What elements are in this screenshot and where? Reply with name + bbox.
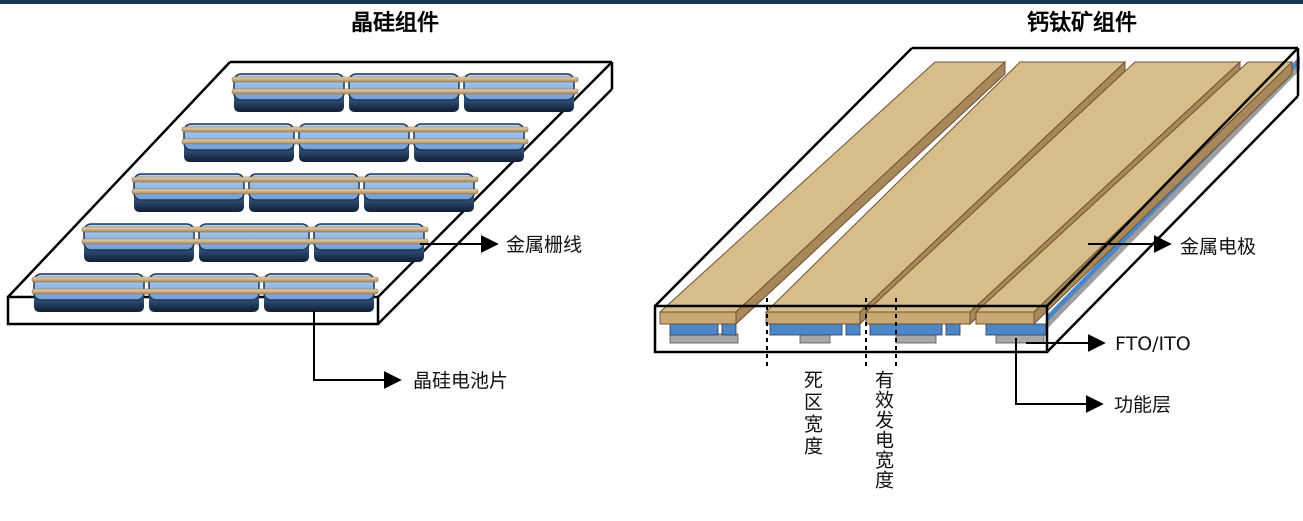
electrode-callout: 金属电极	[1088, 235, 1256, 258]
functional-callout: 功能层	[1015, 338, 1171, 416]
cell-label: 晶硅电池片	[413, 370, 508, 392]
gridline-label: 金属栅线	[506, 234, 582, 256]
gridline-callout: 金属栅线	[420, 234, 582, 256]
effective-width-label: 有效发电宽度	[872, 370, 894, 490]
tco-callout: FTO/ITO	[1026, 333, 1191, 355]
metal-gridline	[181, 138, 529, 145]
metal-gridline	[31, 276, 379, 283]
electrode-label: 金属电极	[1180, 236, 1256, 258]
functional-label: 功能层	[1114, 394, 1171, 416]
perovskite-module	[653, 46, 1300, 368]
header-rule	[0, 0, 1303, 4]
silicon-module	[6, 60, 614, 326]
metal-gridline	[81, 238, 429, 245]
cell-callout: 晶硅电池片	[313, 311, 508, 392]
left-panel-title: 晶硅组件	[351, 10, 439, 36]
metal-gridline	[231, 76, 579, 83]
metal-gridline	[81, 226, 429, 233]
silicon-cells	[31, 73, 579, 312]
metal-electrodes	[658, 60, 1294, 326]
tco-layer	[669, 323, 1047, 336]
dead-zone-label: 死区宽度	[801, 370, 823, 458]
metal-gridline	[231, 88, 579, 95]
metal-gridline	[31, 288, 379, 295]
metal-gridline	[131, 188, 479, 195]
tco-label: FTO/ITO	[1115, 333, 1191, 355]
metal-gridline	[131, 176, 479, 183]
width-markers	[766, 298, 897, 368]
metal-gridline	[181, 126, 529, 133]
right-panel-title: 钙钛矿组件	[1027, 10, 1137, 36]
